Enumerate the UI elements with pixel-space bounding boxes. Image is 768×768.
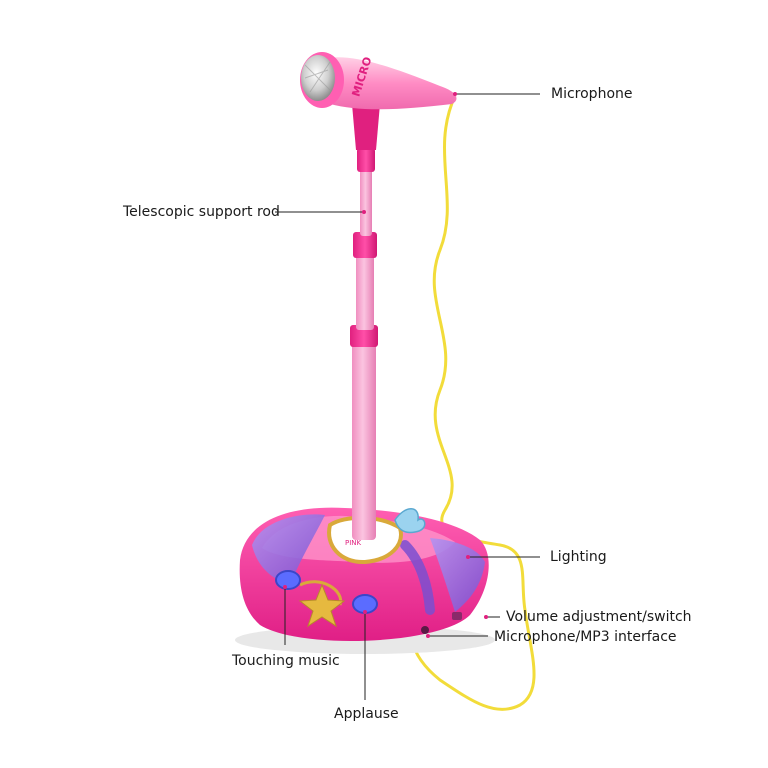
mp3-port [421, 626, 429, 634]
touching-music-button [275, 570, 301, 590]
callout-microphone: Microphone [551, 86, 633, 102]
callout-lines [275, 92, 540, 700]
star-ornament [298, 583, 346, 628]
callout-touching-music: Touching music [232, 653, 340, 669]
callout-applause: Applause [334, 706, 399, 722]
callout-lighting: Lighting [550, 549, 607, 565]
volume-switch [452, 612, 462, 620]
base-print: PINK [345, 539, 362, 547]
callout-volume-switch: Volume adjustment/switch [506, 609, 692, 625]
left-light-panel [252, 514, 325, 585]
callout-mic-mp3-interface: Microphone/MP3 interface [494, 629, 677, 645]
telescopic-rod [350, 98, 382, 540]
callout-telescopic-rod: Telescopic support rod [123, 204, 280, 220]
microphone: MICRO [300, 52, 457, 110]
